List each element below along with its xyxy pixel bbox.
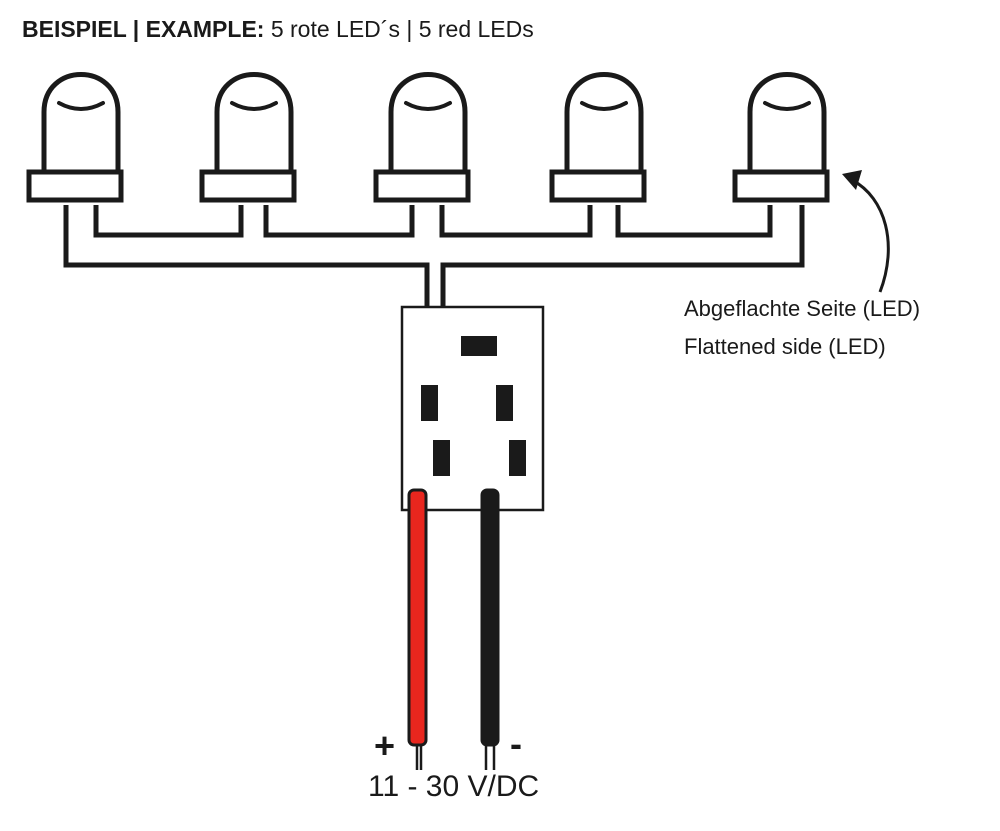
title-bold: BEISPIEL | EXAMPLE: xyxy=(22,16,265,42)
led-5 xyxy=(732,72,830,203)
smd-pad-top xyxy=(461,336,497,356)
plus-sign: + xyxy=(374,725,396,766)
led-2 xyxy=(199,72,297,203)
led-flange xyxy=(732,169,830,203)
positive-wire xyxy=(407,488,428,747)
annotation-line-de: Abgeflachte Seite (LED) xyxy=(684,296,921,321)
led-4 xyxy=(549,72,647,203)
diagram-title: BEISPIEL | EXAMPLE: 5 rote LED´s | 5 red… xyxy=(22,16,534,43)
led-reflection xyxy=(763,101,811,111)
led-flange xyxy=(199,169,297,203)
led-1 xyxy=(26,72,124,203)
voltage-label: 11 - 30 V/DC xyxy=(368,770,540,803)
led-3 xyxy=(373,72,471,203)
led-dome xyxy=(41,72,121,172)
led-dome xyxy=(388,72,468,172)
flattened-side-arrow xyxy=(842,170,890,293)
led-flange xyxy=(373,169,471,203)
smd-pad-upper-right xyxy=(496,385,513,421)
bus-line-inner xyxy=(93,205,773,238)
minus-sign: - xyxy=(510,723,522,764)
led-reflection xyxy=(580,101,628,111)
negative-wire xyxy=(480,488,500,747)
bus-line-outer xyxy=(63,205,805,345)
smd-pad-lower-right xyxy=(509,440,526,476)
title-normal: 5 rote LED´s | 5 red LEDs xyxy=(264,16,534,42)
smd-pad-upper-left xyxy=(421,385,438,421)
led-reflection xyxy=(230,101,278,111)
arrow-head xyxy=(842,170,862,190)
led-row xyxy=(26,72,830,203)
led-dome xyxy=(214,72,294,172)
smd-pad-lower-left xyxy=(433,440,450,476)
led-bus-wiring xyxy=(63,205,805,345)
arrow-curve xyxy=(851,178,890,293)
led-dome xyxy=(564,72,644,172)
led-reflection xyxy=(404,101,452,111)
annotation-line-en: Flattened side (LED) xyxy=(684,334,886,359)
led-flange xyxy=(26,169,124,203)
led-flange xyxy=(549,169,647,203)
power-wires xyxy=(407,488,500,770)
controller-board xyxy=(400,305,545,512)
led-dome xyxy=(747,72,827,172)
led-reflection xyxy=(57,101,105,111)
